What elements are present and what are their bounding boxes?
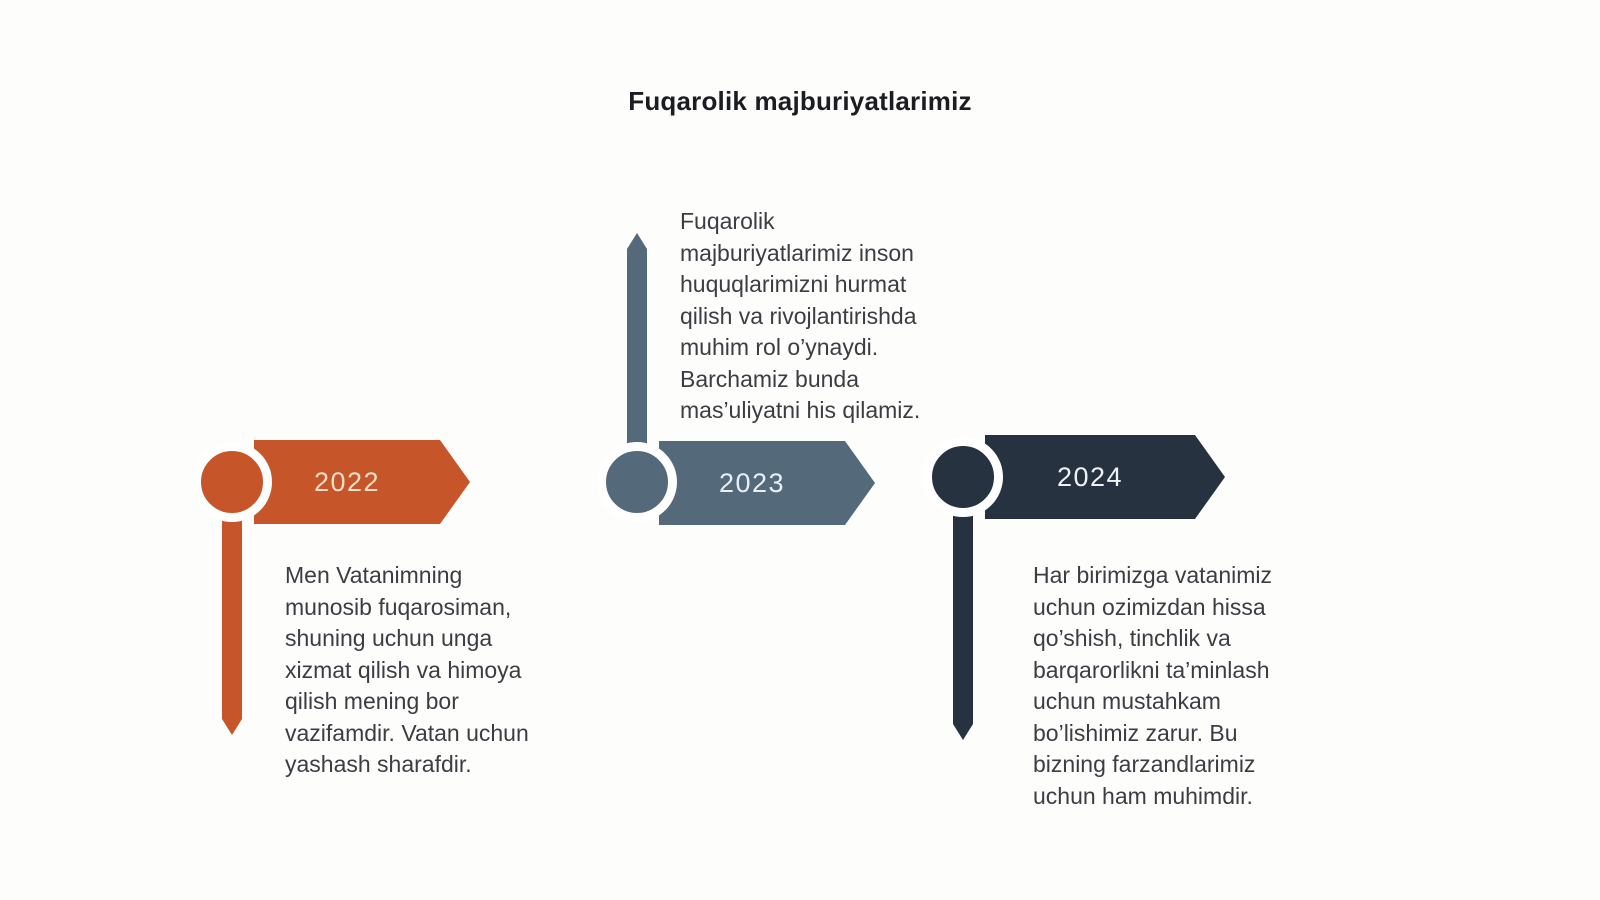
year-arrow-banner: 2022 bbox=[254, 440, 470, 524]
timeline-node-circle bbox=[923, 437, 1003, 517]
timeline-description: Fuqarolik majburiyatlarimiz inson huquql… bbox=[680, 208, 921, 423]
year-arrow-banner: 2024 bbox=[985, 435, 1225, 519]
timeline-node-circle bbox=[597, 442, 677, 522]
page-title: Fuqarolik majburiyatlarimiz bbox=[628, 86, 972, 116]
timeline-stem-down bbox=[222, 482, 242, 735]
timeline-stem-down bbox=[953, 477, 973, 740]
timeline-stem-up bbox=[627, 233, 647, 483]
timeline-node-circle bbox=[192, 442, 272, 522]
year-label: 2023 bbox=[718, 467, 786, 498]
timeline-description: Men Vatanimning munosib fuqarosiman, shu… bbox=[285, 562, 529, 777]
year-label: 2024 bbox=[1056, 461, 1124, 492]
year-arrow-banner: 2023 bbox=[659, 441, 875, 525]
year-label: 2022 bbox=[313, 466, 381, 497]
timeline-description: Har birimizga vatanimiz uchun ozimizdan … bbox=[1033, 562, 1273, 809]
